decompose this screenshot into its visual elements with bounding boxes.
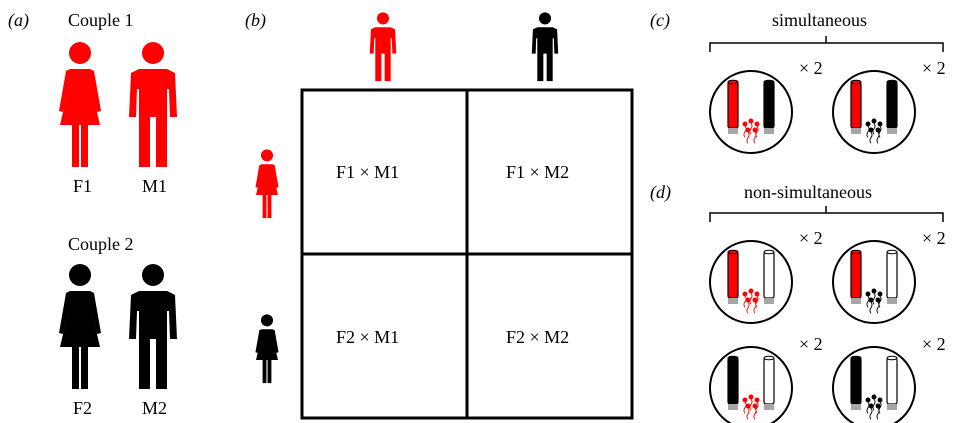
row-female-red-icon	[255, 149, 279, 219]
dish-2	[832, 70, 916, 154]
tube-left-red	[727, 79, 739, 134]
couple-2-title: Couple 2	[68, 234, 134, 254]
cell-f2-m2: F2 × M2	[506, 327, 570, 347]
simultaneous-bracket	[709, 36, 944, 52]
tube-right-white	[763, 355, 775, 410]
tube-left-red	[850, 79, 862, 134]
tube-right-black	[886, 79, 898, 134]
non-simultaneous-bracket	[709, 206, 944, 222]
tube-left-black	[850, 355, 862, 410]
tube-left-red	[850, 249, 862, 304]
non-simultaneous-title: non-simultaneous	[744, 182, 872, 202]
tube-left-red	[727, 249, 739, 304]
dish-6	[832, 346, 916, 423]
female-black-icon	[59, 264, 101, 389]
cell-f1-m1: F1 × M1	[336, 162, 400, 182]
dish-3	[709, 240, 793, 324]
tube-left-black	[727, 355, 739, 410]
dish-4	[832, 240, 916, 324]
multiplier-d1: × 2	[799, 228, 823, 248]
column-male-black-icon	[531, 12, 559, 82]
multiplier-c2: × 2	[922, 58, 946, 78]
tube-right-white	[886, 249, 898, 304]
male-red-icon	[129, 42, 177, 167]
simultaneous-title: simultaneous	[772, 10, 867, 30]
male-black-icon	[129, 264, 177, 389]
dish-layer	[709, 70, 916, 423]
tube-right-white	[763, 249, 775, 304]
multiplier-c1: × 2	[799, 58, 823, 78]
tube-right-white	[886, 355, 898, 410]
panel-b-label: (b)	[245, 10, 266, 30]
female-red-icon	[59, 42, 101, 167]
couple-1-title: Couple 1	[68, 10, 134, 30]
cell-f1-m2: F1 × M2	[506, 162, 570, 182]
cell-f2-m1: F2 × M1	[336, 327, 400, 347]
tube-right-black	[763, 79, 775, 134]
dish-5	[709, 346, 793, 423]
label-m1: M1	[142, 176, 168, 196]
multiplier-d2: × 2	[922, 228, 946, 248]
multiplier-d3: × 2	[799, 334, 823, 354]
row-female-black-icon	[255, 314, 279, 384]
dish-1	[709, 70, 793, 154]
panel-d-label: (d)	[650, 182, 671, 202]
label-m2: M2	[142, 398, 168, 418]
label-f2: F2	[73, 398, 93, 418]
panel-a-label: (a)	[8, 10, 29, 30]
label-f1: F1	[73, 176, 93, 196]
multiplier-d4: × 2	[922, 334, 946, 354]
panel-c-label: (c)	[650, 10, 670, 30]
column-male-red-icon	[369, 12, 397, 82]
cross-grid	[300, 88, 634, 420]
